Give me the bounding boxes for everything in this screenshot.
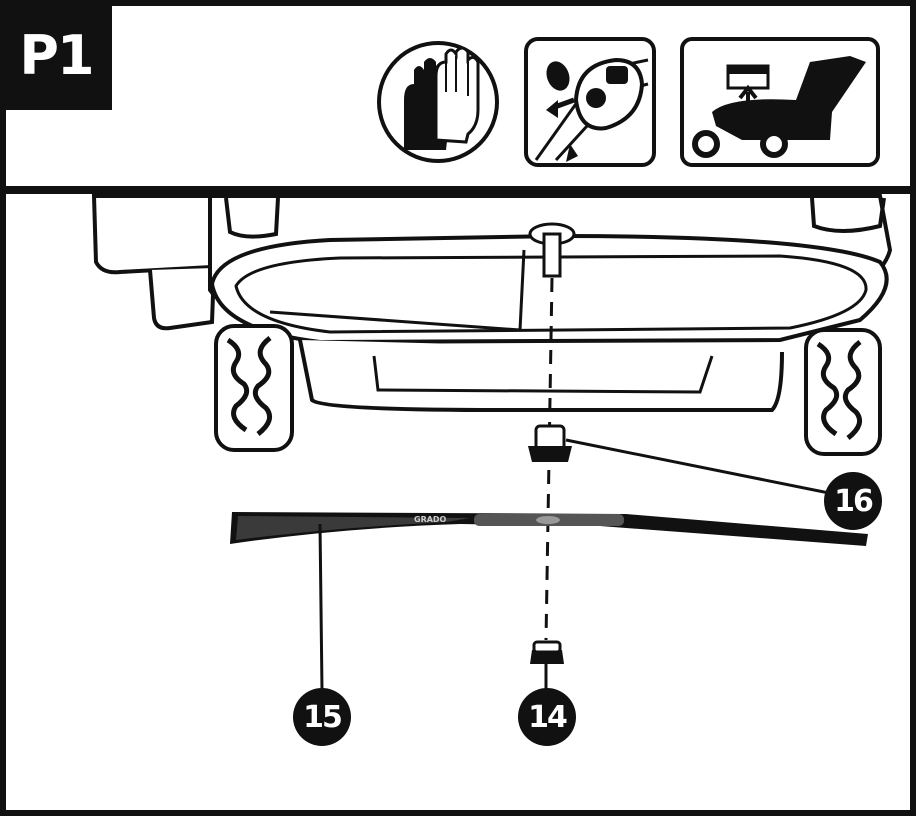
blade-brand-text: GRADO: [414, 515, 447, 524]
mower-deck: [208, 194, 893, 412]
mower-rear-housing: [91, 194, 235, 331]
header-pictograms: [377, 37, 880, 167]
step-badge: P1: [0, 0, 112, 110]
motor-shaft: [528, 222, 576, 278]
blade-nut: [530, 640, 564, 664]
mower-blade: GRADO: [230, 512, 868, 546]
rear-left-wheel: [214, 324, 294, 452]
callout-blade: 15: [293, 688, 351, 746]
callout-label: 16: [834, 483, 874, 519]
leader-lines: [318, 438, 835, 691]
blade-adapter: [528, 424, 572, 462]
gloves-icon: [377, 41, 499, 163]
step-label: P1: [19, 23, 94, 87]
callout-label: 15: [303, 699, 343, 735]
upper-wheels: [224, 197, 886, 239]
safety-key-icon: [524, 37, 656, 167]
callout-blade-adapter: 16: [824, 472, 882, 530]
callout-nut: 14: [518, 688, 576, 746]
mower-battery-icon: [680, 37, 880, 167]
header-divider: [0, 186, 916, 194]
callout-label: 14: [528, 699, 568, 735]
rear-right-wheel: [804, 328, 882, 456]
